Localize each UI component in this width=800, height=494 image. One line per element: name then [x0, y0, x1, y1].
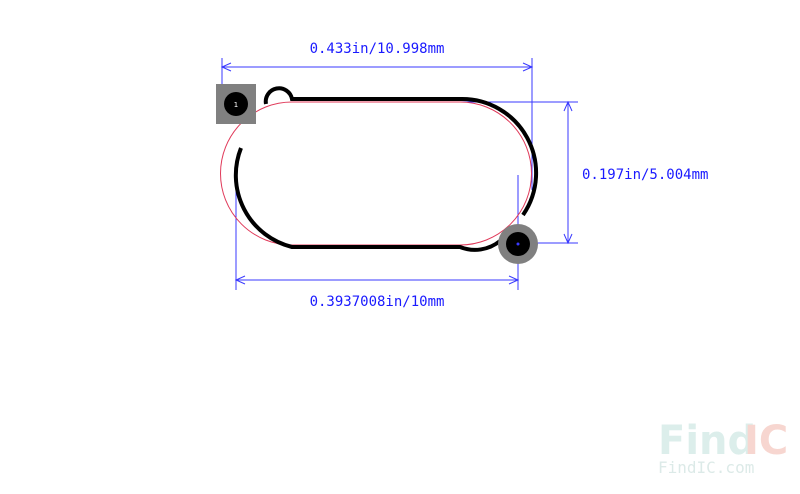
right-height-dimension: 0.197in/5.004mm	[460, 100, 708, 245]
right-height-label: 0.197in/5.004mm	[582, 167, 708, 183]
body-outline	[220, 101, 532, 246]
top-width-dimension: 0.433in/10.998mm	[220, 41, 534, 190]
bottom-dim-arrow-left	[234, 275, 246, 285]
top-dim-arrow-right	[522, 62, 534, 72]
watermark-url: FindIC.com	[658, 458, 754, 477]
silkscreen-bottom-arc	[233, 147, 502, 252]
right-dim-arrow-top	[563, 100, 573, 112]
right-dim-arrow-bottom	[563, 233, 573, 245]
pad-2-center-mark	[516, 242, 520, 246]
top-dim-arrow-left	[220, 62, 232, 72]
bottom-pitch-dimension: 0.3937008in/10mm	[234, 175, 520, 310]
watermark-brand-ic: IC	[744, 418, 788, 464]
findic-watermark: Find IC FindIC.com	[658, 418, 788, 477]
pad-1: 1	[216, 84, 256, 124]
silkscreen-outline	[233, 86, 539, 252]
bottom-dim-arrow-right	[508, 275, 520, 285]
watermark-brand-find: Find	[658, 418, 756, 464]
pad-1-label: 1	[234, 101, 238, 109]
top-width-label: 0.433in/10.998mm	[310, 41, 445, 57]
silkscreen-top-arc	[263, 86, 539, 217]
pad-2	[498, 224, 538, 264]
pad-1-drill	[224, 92, 248, 116]
bottom-pitch-label: 0.3937008in/10mm	[310, 294, 445, 310]
